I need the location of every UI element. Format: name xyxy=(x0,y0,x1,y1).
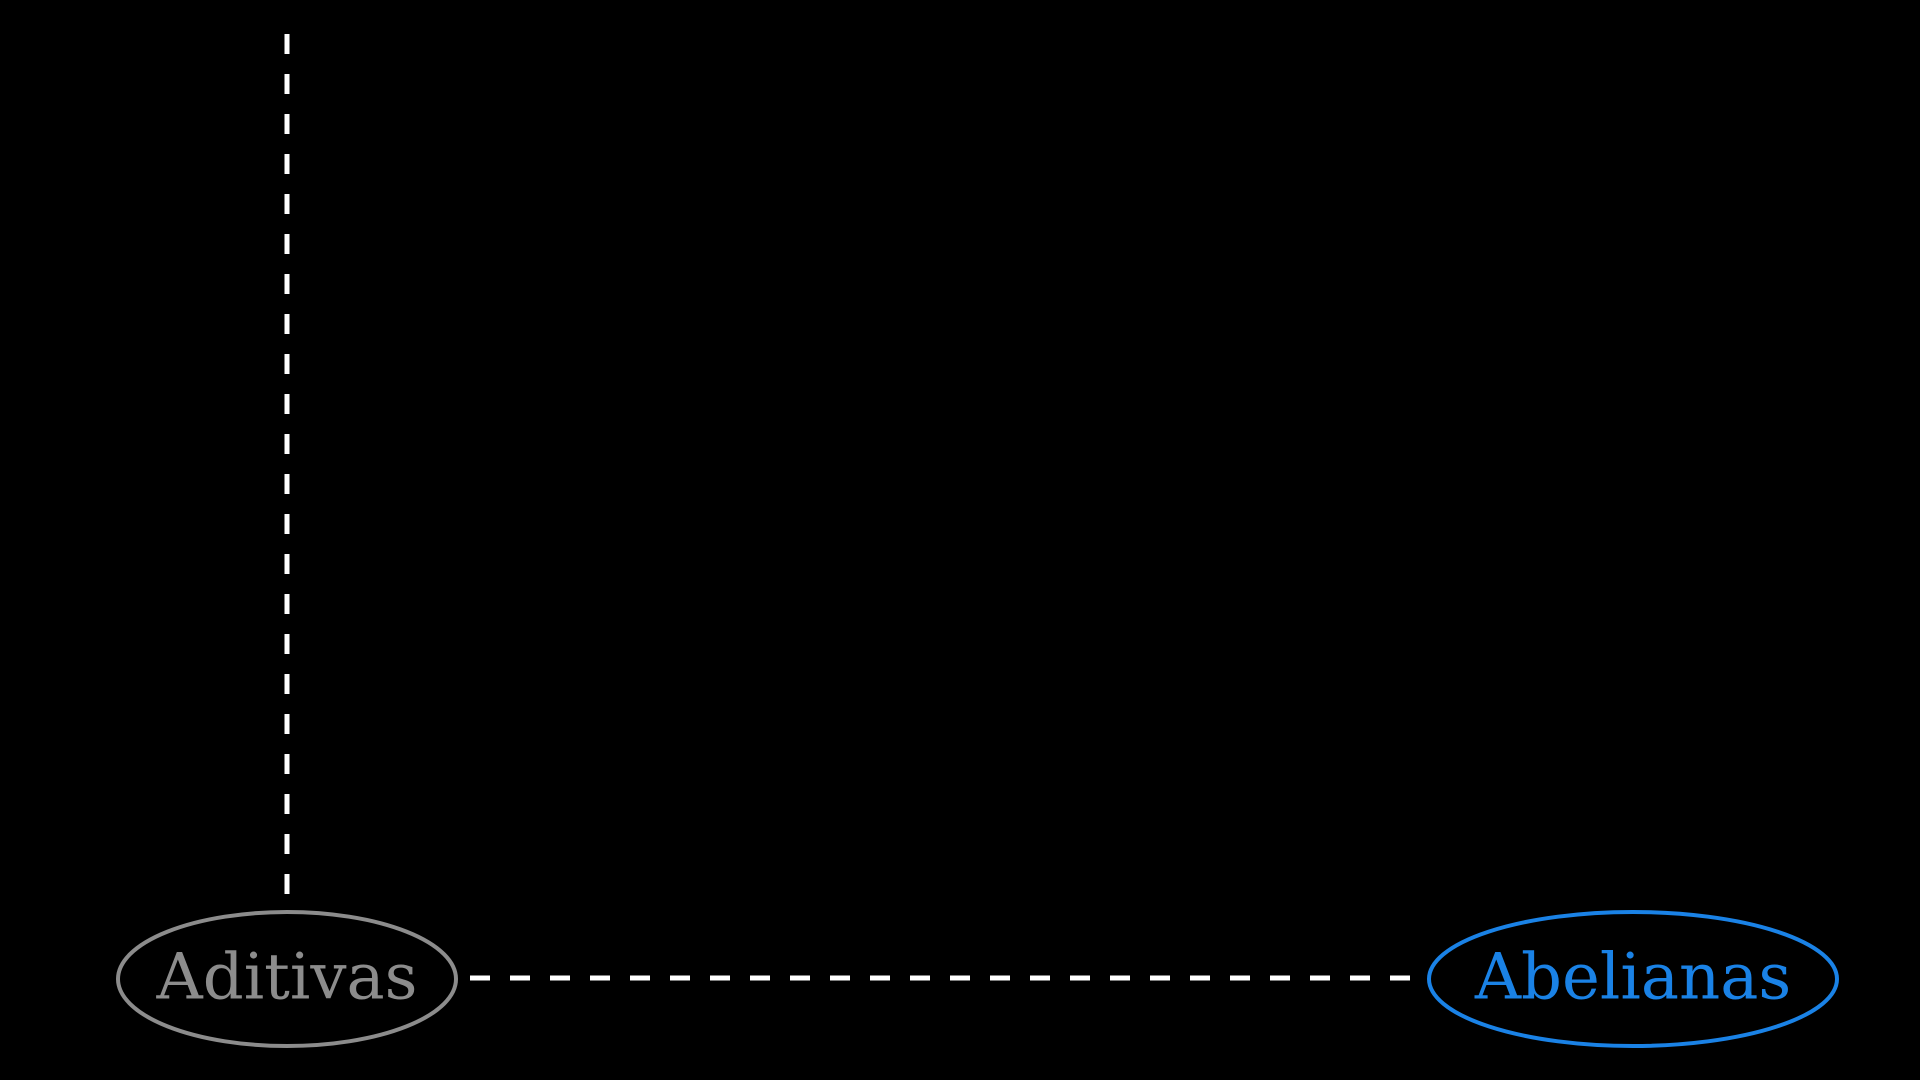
node-abelianas-label: Abelianas xyxy=(1474,941,1791,1015)
node-aditivas-label: Aditivas xyxy=(156,941,418,1015)
node-aditivas-ellipse xyxy=(116,910,458,1048)
node-abelianas-ellipse xyxy=(1427,910,1839,1048)
node-aditivas: Aditivas xyxy=(116,910,458,1048)
node-abelianas: Abelianas xyxy=(1427,910,1839,1048)
